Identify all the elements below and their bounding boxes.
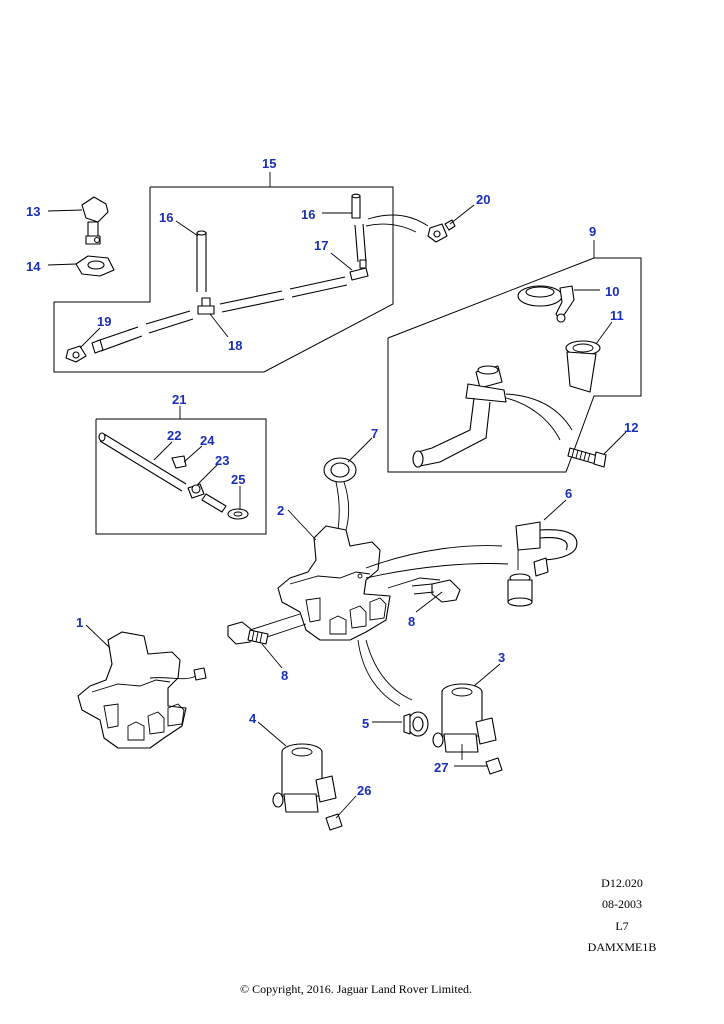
callout-16-left: 16	[159, 210, 173, 225]
nozzle-19	[65, 345, 87, 363]
hose-long	[219, 276, 348, 313]
bolt-8-right	[411, 579, 461, 603]
callout-8-right: 8	[408, 614, 415, 629]
callout-16-right: 16	[301, 207, 315, 222]
callout-10: 10	[605, 284, 619, 299]
bolt-12	[567, 447, 607, 468]
hose-16-right	[351, 193, 367, 263]
pump-4	[272, 743, 337, 813]
callout-26: 26	[357, 783, 371, 798]
grommet-5	[403, 711, 429, 737]
connector-23	[187, 483, 205, 499]
group-21-box	[95, 406, 267, 535]
drawing-date: 08-2003	[602, 897, 642, 911]
callout-24: 24	[200, 433, 215, 448]
clip-24	[171, 455, 187, 469]
callout-labels: 13 14 15 16 16 17 18 19 20 9 10 11 12 21…	[26, 156, 638, 798]
callout-25: 25	[231, 472, 245, 487]
drawing-code: D12.020	[601, 876, 643, 890]
callout-12: 12	[624, 420, 638, 435]
tee-connector-18	[197, 297, 215, 315]
callout-20: 20	[476, 192, 490, 207]
callout-9: 9	[589, 224, 596, 239]
callout-18: 18	[228, 338, 242, 353]
callout-4: 4	[249, 711, 257, 726]
group-9-box	[387, 240, 642, 473]
seal-14	[75, 255, 115, 277]
connector-17	[349, 259, 369, 281]
callout-2: 2	[277, 503, 284, 518]
callout-19: 19	[97, 314, 111, 329]
callout-11: 11	[610, 308, 624, 323]
drawing-info: D12.020 08-2003 L7 DAMXME1B	[588, 876, 657, 954]
callout-23: 23	[215, 453, 229, 468]
level-sensor-6	[507, 521, 578, 607]
copyright: © Copyright, 2016. Jaguar Land Rover Lim…	[240, 982, 472, 996]
jet-13	[81, 196, 109, 245]
callout-22: 22	[167, 428, 181, 443]
leader-lines	[47, 204, 627, 819]
callout-6: 6	[565, 486, 572, 501]
group-15-box	[53, 172, 394, 373]
callout-15: 15	[262, 156, 276, 171]
nozzle-20	[427, 219, 456, 243]
bracket-1	[77, 631, 207, 749]
callout-14: 14	[26, 259, 41, 274]
bolt-8-left	[227, 621, 269, 645]
callout-1: 1	[76, 615, 83, 630]
callout-13: 13	[26, 204, 40, 219]
hose-22	[98, 432, 187, 492]
callout-27: 27	[434, 760, 448, 775]
clip-26	[325, 813, 343, 831]
callout-21: 21	[172, 392, 186, 407]
reservoir-bracket-2	[249, 525, 509, 707]
hose-16-left	[196, 230, 207, 292]
callout-8-left: 8	[281, 668, 288, 683]
drawing-line3: L7	[615, 919, 628, 933]
callout-17: 17	[314, 238, 328, 253]
clip-27	[485, 757, 503, 775]
filter-11	[565, 340, 601, 393]
drawing-ref: DAMXME1B	[588, 940, 657, 954]
cap-10	[517, 285, 575, 323]
hose-left	[91, 310, 194, 354]
callout-5: 5	[362, 716, 369, 731]
filler-neck	[412, 365, 573, 468]
pump-3	[432, 683, 497, 760]
callout-3: 3	[498, 650, 505, 665]
clip-25	[201, 493, 249, 520]
grommet-7	[323, 457, 357, 531]
hose-to-nozzle-20	[367, 214, 429, 227]
callout-7: 7	[371, 426, 378, 441]
